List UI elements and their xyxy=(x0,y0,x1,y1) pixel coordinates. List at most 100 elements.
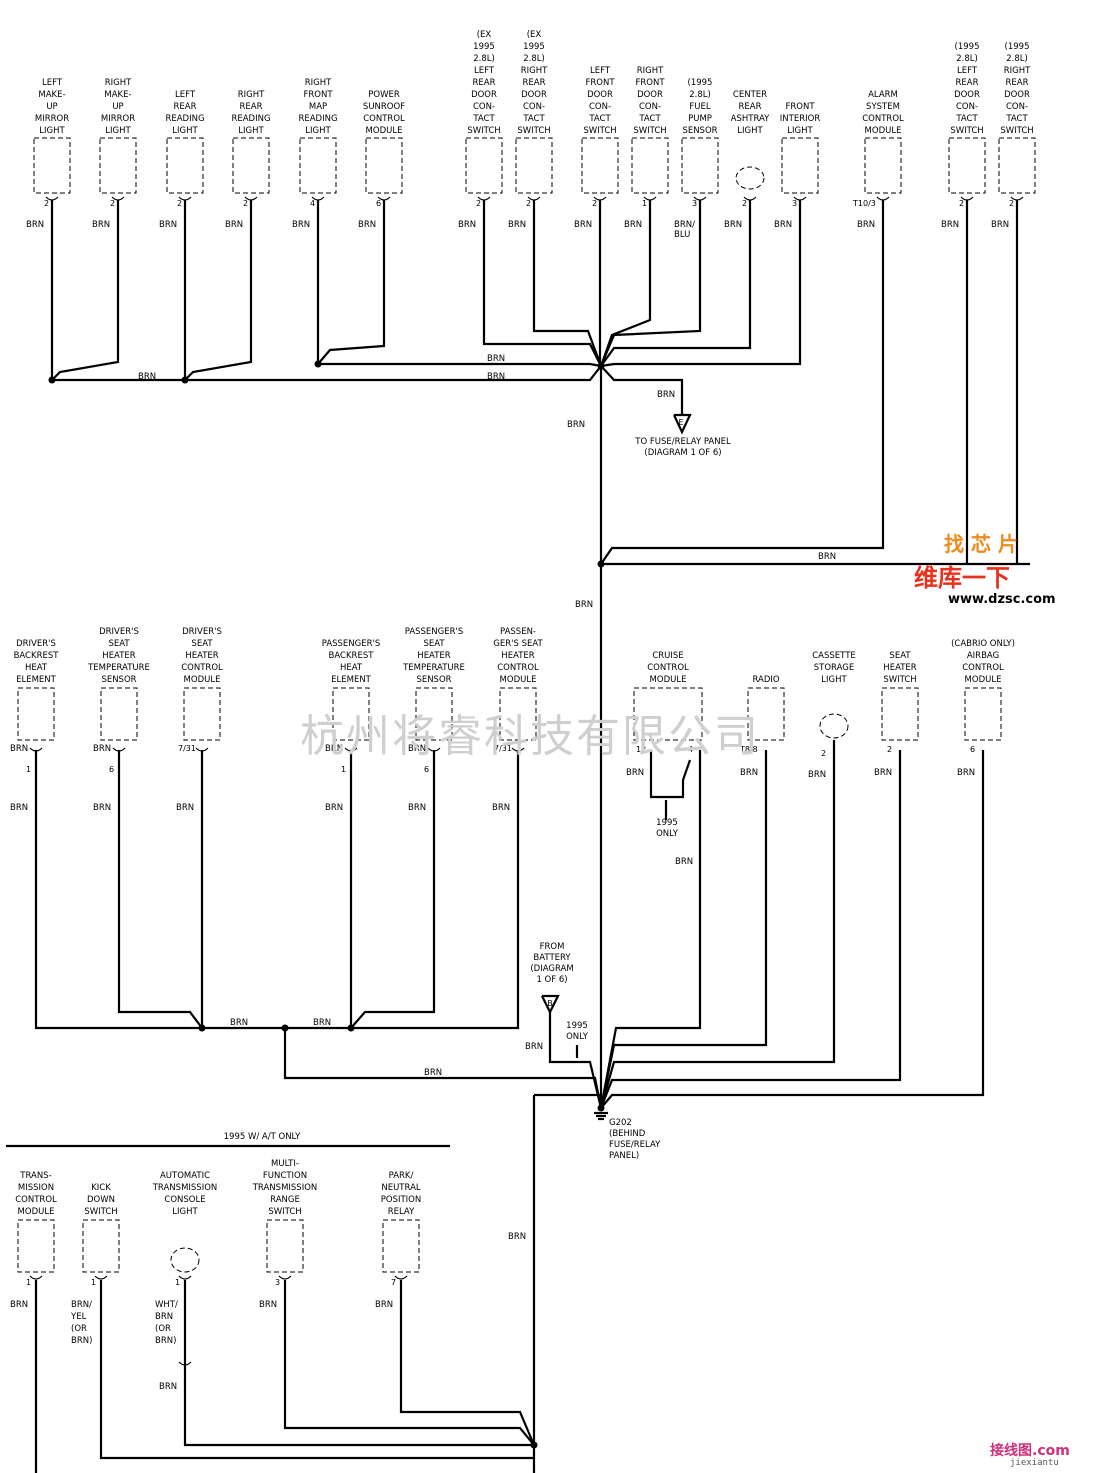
top-component-4 xyxy=(299,137,337,194)
wire-label-brn-j: BRN xyxy=(424,1068,443,1078)
middle-component-6 xyxy=(633,687,703,741)
middle-component-label-3: PASSENGER'S BACKREST HEAT ELEMENT xyxy=(321,639,381,685)
top-component-label-1: RIGHT MAKE- UP MIRROR LIGHT xyxy=(100,78,136,136)
bottom-component-wire-0: BRN xyxy=(10,1300,29,1310)
middle-component-9 xyxy=(881,687,919,741)
top-component-12 xyxy=(781,137,819,194)
component-boxes xyxy=(17,137,1036,1273)
wire xyxy=(34,750,202,1030)
bottom-component-wire-1: BRN/ YEL (OR BRN) xyxy=(71,1300,93,1346)
top-component-pin-1: 2 xyxy=(110,199,116,208)
bottom-component-pin-2: 1 xyxy=(175,1278,181,1287)
splice-node xyxy=(597,560,605,568)
top-component-label-5: POWER SUNROOF CONTROL MODULE xyxy=(362,90,406,136)
wire xyxy=(52,365,602,382)
connector-mark xyxy=(94,1275,108,1280)
top-component-wire-1: BRN xyxy=(92,220,111,230)
top-component-wire-2: BRN xyxy=(159,220,178,230)
connector-mark xyxy=(394,1275,408,1280)
middle-component-10 xyxy=(964,687,1002,741)
top-component-5 xyxy=(365,137,403,194)
bottom-component-1 xyxy=(82,1219,120,1273)
middle-pin-5: 7/31 xyxy=(494,744,512,753)
battery-connector-letter: B xyxy=(547,999,553,1008)
top-component-3 xyxy=(232,137,270,194)
top-component-15 xyxy=(998,137,1036,194)
company-watermark: 杭州将睿科技有限公司 xyxy=(300,711,760,762)
wire xyxy=(183,1280,534,1447)
middle-wire-top-4: BRN xyxy=(408,744,427,754)
dzsc-logo-text: 维库一下 xyxy=(914,564,1010,592)
middle-component-7 xyxy=(747,687,785,741)
middle-component-label-6: CRUISE CONTROL MODULE xyxy=(647,651,689,685)
top-component-label-3: RIGHT REAR READING LIGHT xyxy=(231,90,271,136)
cassette-pin: 2 xyxy=(821,749,827,758)
top-component-label-8: LEFT FRONT DOOR CON- TACT SWITCH xyxy=(583,66,617,136)
wire xyxy=(532,200,603,367)
bottom-component-4 xyxy=(382,1219,420,1273)
radio-wire: BRN xyxy=(740,768,759,778)
bottom-component-label-2: AUTOMATIC TRANSMISSION CONSOLE LIGHT xyxy=(152,1171,218,1217)
top-component-pin-7: 2 xyxy=(526,199,532,208)
top-component-0 xyxy=(33,137,71,194)
middle-component-label-0: DRIVER'S BACKREST HEAT ELEMENT xyxy=(13,639,59,685)
wire xyxy=(482,200,602,367)
top-component-label-6: (EX 1995 2.8L) LEFT REAR DOOR CON- TACT … xyxy=(467,30,501,136)
middle-component-label-1: DRIVER'S SEAT HEATER TEMPERATURE SENSOR xyxy=(88,627,150,685)
bottom-component-0 xyxy=(17,1219,55,1273)
middle-wire-4: BRN xyxy=(408,803,427,813)
middle-pin-4: 6 xyxy=(424,765,430,774)
cruise-wire-b: BRN xyxy=(675,857,694,867)
connector-mark xyxy=(178,1275,192,1280)
jiexiantu-url: jiexiantu xyxy=(1010,1458,1059,1468)
middle-component-label-7: RADIO xyxy=(752,675,780,685)
bottom-component-label-0: TRANS- MISSION CONTROL MODULE xyxy=(15,1171,57,1217)
top-component-10 xyxy=(681,137,719,194)
dzsc-logo-url: www.dzsc.com xyxy=(948,592,1056,607)
at-only-label: 1995 W/ A/T ONLY xyxy=(223,1132,301,1142)
wire xyxy=(51,200,120,381)
top-component-pin-6: 2 xyxy=(476,199,482,208)
middle-component-8 xyxy=(819,713,849,739)
middle-wire-top-0: BRN xyxy=(10,744,29,754)
middle-pin-3: 1 xyxy=(341,765,347,774)
top-component-pin-2: 2 xyxy=(177,199,183,208)
wire xyxy=(600,200,802,368)
top-component-8 xyxy=(581,137,619,194)
wire xyxy=(599,750,768,1109)
splice-node xyxy=(314,360,322,368)
top-component-label-14: (1995 2.8L) LEFT REAR DOOR CON- TACT SWI… xyxy=(950,42,984,136)
top-component-1 xyxy=(99,137,137,194)
splice-node xyxy=(181,376,189,384)
top-component-label-7: (EX 1995 2.8L) RIGHT REAR DOOR CON- TACT… xyxy=(517,30,551,136)
airbag-pin: 6 xyxy=(970,745,976,754)
wire xyxy=(350,750,436,1029)
fuse-connector-letter: E xyxy=(678,418,684,427)
wire xyxy=(283,1280,535,1446)
splice-nodes xyxy=(48,360,605,1449)
splice-node xyxy=(597,362,605,370)
top-component-wire-0: BRN xyxy=(26,220,45,230)
middle-wire-2: BRN xyxy=(176,803,195,813)
top-component-pin-9: 1 xyxy=(642,199,648,208)
top-component-pin-13: T10/3 xyxy=(853,199,876,208)
top-component-pin-11: 2 xyxy=(742,199,748,208)
top-component-label-9: RIGHT FRONT DOOR CON- TACT SWITCH xyxy=(633,66,667,136)
middle-component-1 xyxy=(100,687,138,741)
fuse-relay-note: TO FUSE/RELAY PANEL (DIAGRAM 1 OF 6) xyxy=(635,437,731,458)
top-component-label-12: FRONT INTERIOR LIGHT xyxy=(779,102,821,136)
wire xyxy=(600,365,684,415)
top-component-label-11: CENTER REAR ASHTRAY LIGHT xyxy=(730,90,770,136)
bottom-component-wire-4: BRN xyxy=(375,1300,394,1310)
top-component-2 xyxy=(166,137,204,194)
middle-wire-5: BRN xyxy=(492,803,511,813)
top-component-pin-12: 3 xyxy=(792,199,798,208)
airbag-wire: BRN xyxy=(957,768,976,778)
wire xyxy=(399,1280,536,1446)
top-component-wire-6: BRN xyxy=(458,220,477,230)
wire xyxy=(184,200,253,381)
bottom-component-wire2-2: BRN xyxy=(159,1382,178,1392)
wire xyxy=(99,1280,534,1460)
splice-node xyxy=(281,1024,289,1032)
